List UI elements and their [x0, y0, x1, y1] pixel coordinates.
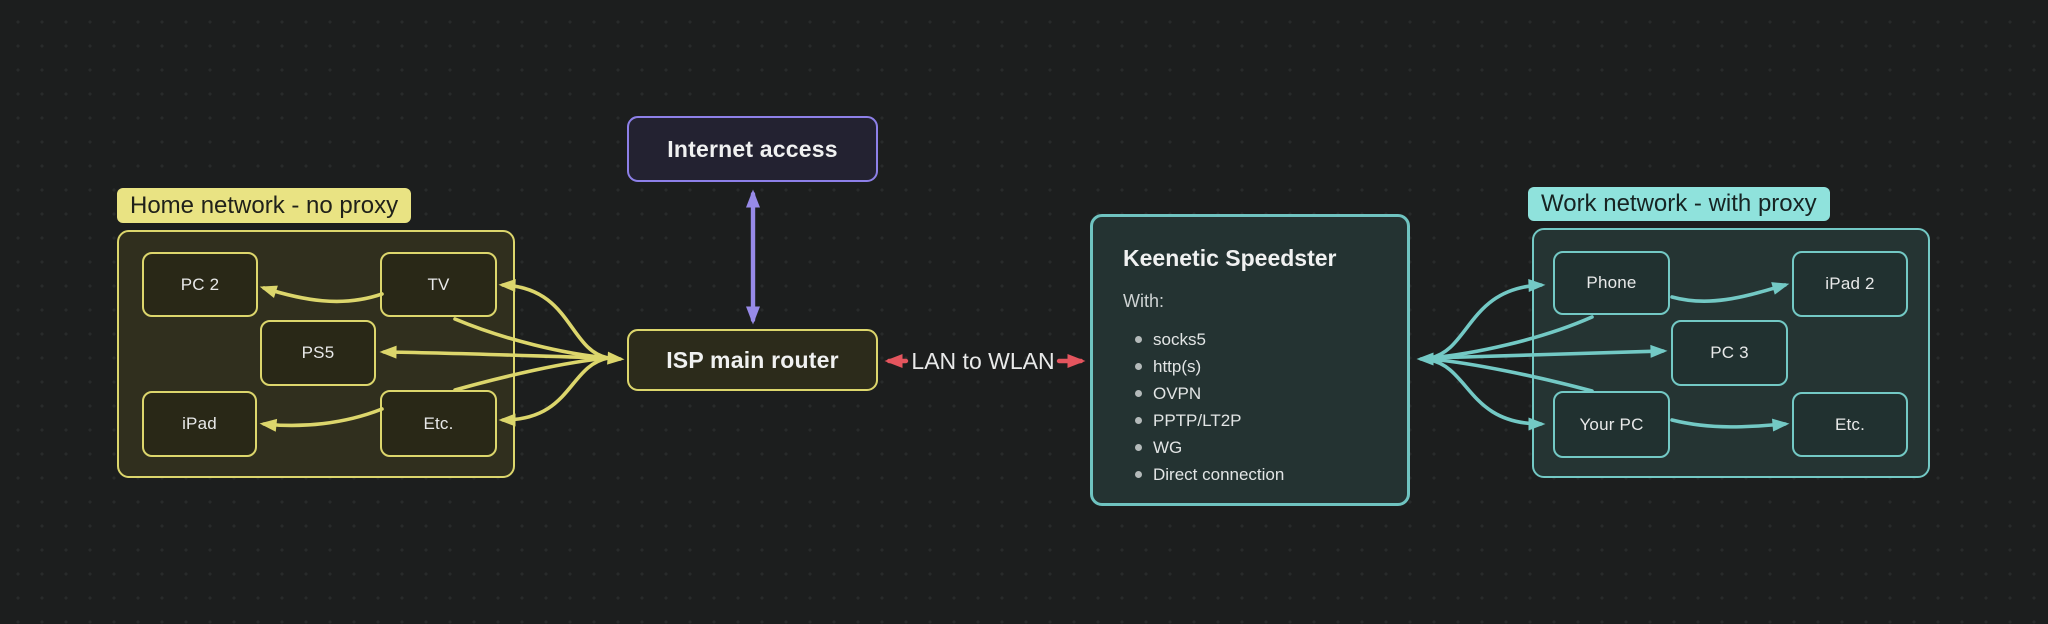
internet-access-box: Internet access [627, 116, 878, 182]
device-ps5: PS5 [260, 320, 376, 386]
arrow-hub-to-yourpc [1428, 358, 1546, 431]
keenetic-subtitle: With: [1123, 291, 1165, 311]
protocol-item: http(s) [1135, 353, 1377, 380]
isp-main-router-box: ISP main router [627, 329, 878, 391]
home-network-label: Home network - no proxy [117, 188, 412, 223]
protocol-item: PPTP/LT2P [1135, 407, 1377, 434]
keenetic-protocol-list: socks5 http(s) OVPN PPTP/LT2P WG Direct … [1123, 326, 1377, 488]
arrow-hub-to-tv [498, 279, 610, 360]
device-phone: Phone [1553, 251, 1670, 315]
device-ipad2: iPad 2 [1792, 251, 1908, 317]
keenetic-title: Keenetic Speedster [1123, 245, 1337, 271]
lan-to-wlan-label: LAN to WLAN [911, 347, 1055, 374]
device-etc-work: Etc. [1792, 392, 1908, 457]
device-pc3: PC 3 [1671, 320, 1788, 386]
device-tv: TV [380, 252, 497, 317]
protocol-item: WG [1135, 434, 1377, 461]
work-network-label: Work network - with proxy [1528, 187, 1830, 221]
arrow-hub-to-etc [498, 356, 610, 427]
device-etc-home: Etc. [380, 390, 497, 457]
protocol-item: Direct connection [1135, 461, 1377, 488]
arrow-hub-to-phone [1428, 279, 1546, 360]
protocol-item: socks5 [1135, 326, 1377, 353]
keenetic-speedster-card: Keenetic Speedster With: socks5 http(s) … [1090, 214, 1410, 506]
protocol-item: OVPN [1135, 380, 1377, 407]
arrow-hub-to-isp [604, 351, 625, 365]
device-yourpc: Your PC [1553, 391, 1670, 458]
device-ipad: iPad [142, 391, 257, 457]
device-pc2: PC 2 [142, 252, 258, 317]
